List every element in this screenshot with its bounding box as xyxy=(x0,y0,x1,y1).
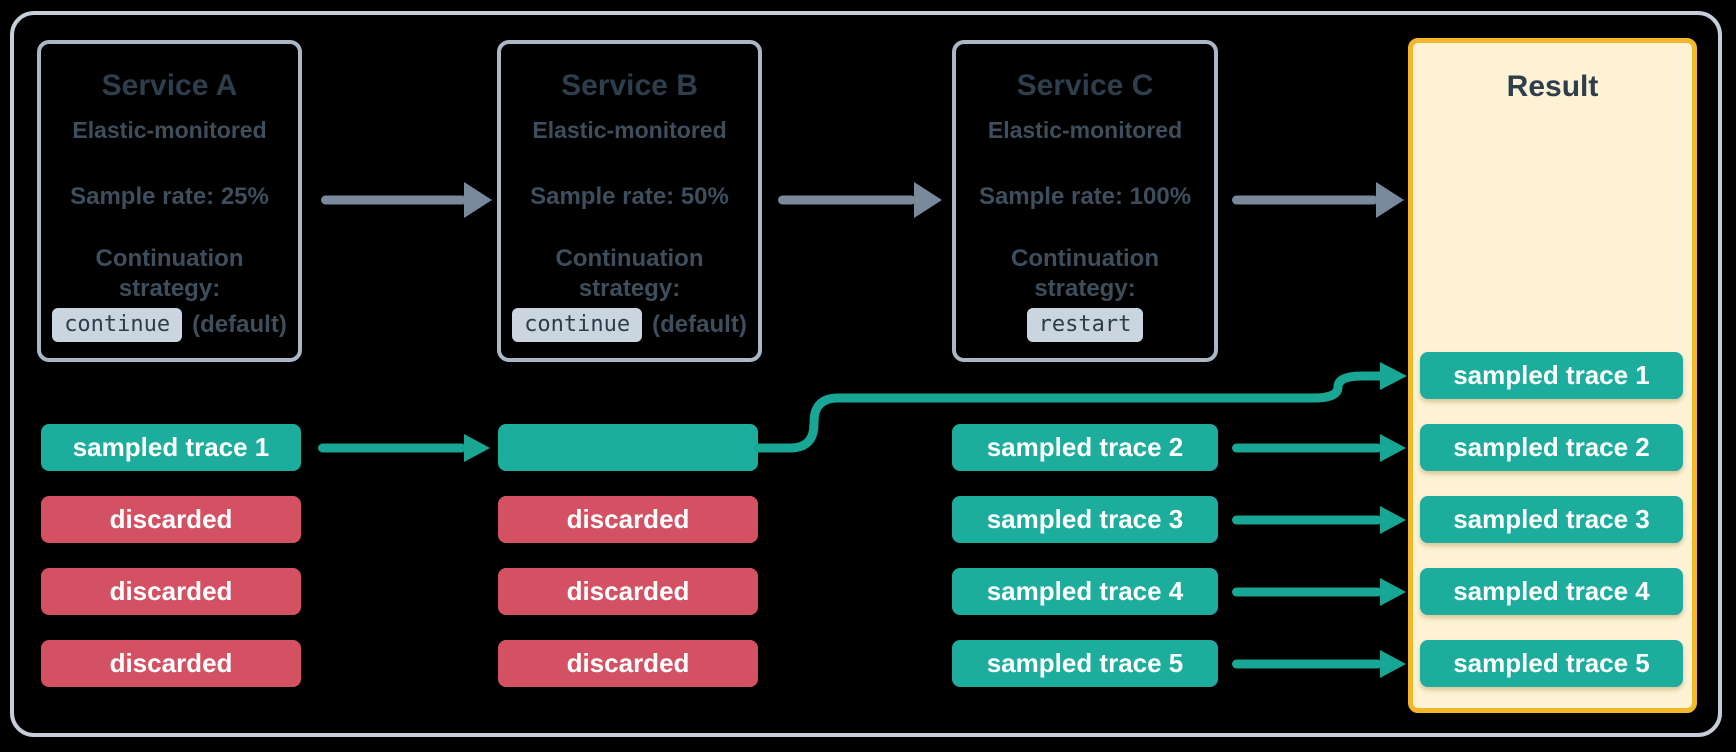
result-trace-chip: sampled trace 3 xyxy=(1420,496,1683,543)
service-b-monitoring-label: Elastic-monitored xyxy=(532,117,727,143)
service-b-discarded-chip: discarded xyxy=(498,568,758,615)
result-panel-title: Result xyxy=(1506,70,1599,103)
service-a-discarded-chip: discarded xyxy=(41,496,301,543)
service-b-discarded-chip: discarded xyxy=(498,640,758,687)
service-a-continuation-label: Continuation strategy: xyxy=(95,245,244,302)
service-a-title: Service A xyxy=(101,69,238,102)
service-a-strategy-note: (default) xyxy=(192,311,287,338)
service-a-discarded-chip: discarded xyxy=(41,568,301,615)
service-a-trace-chip: sampled trace 1 xyxy=(41,424,301,471)
service-b-continuation-label: Continuation strategy: xyxy=(555,245,704,302)
service-c-strategy-code: restart xyxy=(1026,308,1144,342)
service-c-trace-chip: sampled trace 5 xyxy=(952,640,1218,687)
result-trace-chip: sampled trace 2 xyxy=(1420,424,1683,471)
service-c-strategy-row: restart xyxy=(956,308,1214,342)
service-a-strategy-code: continue xyxy=(52,308,183,342)
service-c-title: Service C xyxy=(1016,69,1154,102)
service-a-monitoring-label: Elastic-monitored xyxy=(72,117,267,143)
service-c-continuation-label: Continuation strategy: xyxy=(1011,245,1159,302)
service-a-box: Service A Elastic-monitored Sample rate:… xyxy=(37,40,302,362)
service-a-discarded-chip: discarded xyxy=(41,640,301,687)
service-a-strategy-row: continue (default) xyxy=(41,308,298,342)
service-c-trace-chip: sampled trace 3 xyxy=(952,496,1218,543)
service-b-strategy-note: (default) xyxy=(652,311,747,338)
service-b-strategy-row: continue (default) xyxy=(501,308,758,342)
service-c-sample-rate: Sample rate: 100% xyxy=(978,183,1192,210)
diagram-outer-frame xyxy=(10,11,1722,737)
service-c-monitoring-label: Elastic-monitored xyxy=(987,117,1183,143)
result-trace-chip: sampled trace 4 xyxy=(1420,568,1683,615)
service-b-title: Service B xyxy=(561,69,698,102)
result-trace-chip: sampled trace 1 xyxy=(1420,352,1683,399)
service-a-sample-rate: Sample rate: 25% xyxy=(70,183,269,210)
result-trace-chip: sampled trace 5 xyxy=(1420,640,1683,687)
service-b-sample-rate: Sample rate: 50% xyxy=(530,183,729,210)
service-b-box: Service B Elastic-monitored Sample rate:… xyxy=(497,40,762,362)
service-c-trace-chip: sampled trace 2 xyxy=(952,424,1218,471)
service-c-trace-chip: sampled trace 4 xyxy=(952,568,1218,615)
service-b-trace-chip xyxy=(498,424,758,471)
service-b-strategy-code: continue xyxy=(512,308,643,342)
service-b-discarded-chip: discarded xyxy=(498,496,758,543)
service-c-box: Service C Elastic-monitored Sample rate:… xyxy=(952,40,1218,362)
